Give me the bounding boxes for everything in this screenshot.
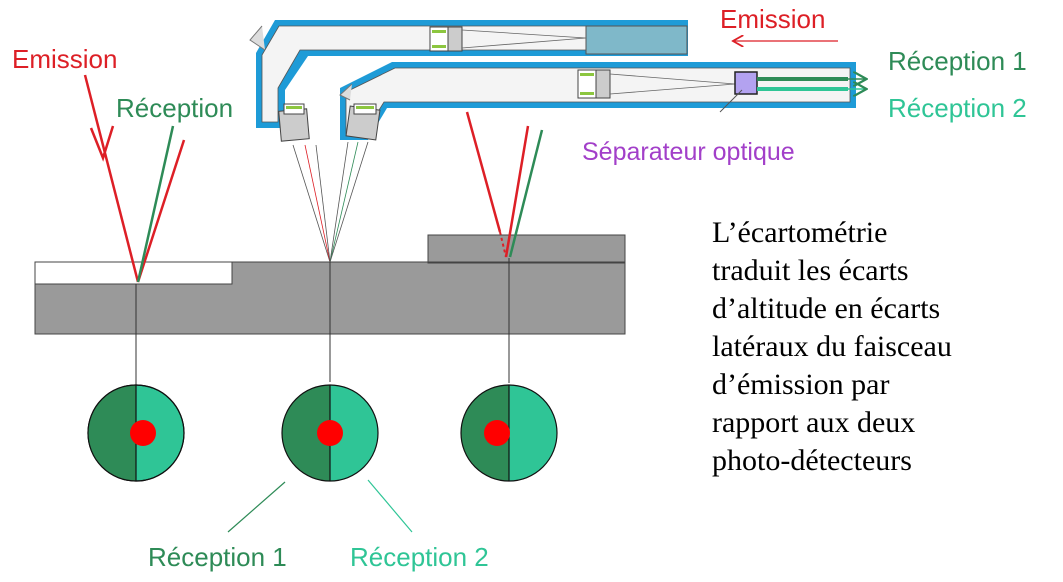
description-line: L’écartométrie [712,216,888,249]
label-reception-2-right: Réception 2 [888,93,1027,123]
spot-right [484,420,510,446]
spot-left [130,420,156,446]
projection-lines [135,258,510,395]
photo-detector-left [87,384,185,482]
pointer-reception-1 [227,481,286,533]
label-emission-left: Emission [12,44,117,74]
reception-fiber [339,62,856,141]
description-line: rapport aux deux [712,406,916,439]
emission-fiber [249,20,688,142]
label-reception-1-right: Réception 1 [888,46,1027,76]
description-line: d’altitude en écarts [712,292,941,325]
description-line: d’émission par [712,368,890,401]
photo-detector-right [460,384,558,482]
pointer-reception-2 [367,479,413,533]
label-emission-top: Emission [720,4,825,34]
description-line: photo-détecteurs [712,444,912,477]
left-beams [83,74,186,283]
label-reception-left: Réception [116,93,233,123]
photo-detector-middle [281,384,379,482]
label-reception-2-bottom: Réception 2 [350,542,489,572]
description-line: traduit les écarts [712,254,909,287]
middle-beams [292,141,369,263]
description-text: L’écartométrie traduit les écarts d’alti… [712,214,1052,480]
label-reception-1-bottom: Réception 1 [148,542,287,572]
spot-middle [317,420,343,446]
separator-pointer [719,89,743,113]
optical-separator-cube [734,71,758,95]
label-separator: Séparateur optique [582,138,795,166]
right-beams [465,111,544,258]
description-line: latéraux du faisceau [712,330,952,363]
